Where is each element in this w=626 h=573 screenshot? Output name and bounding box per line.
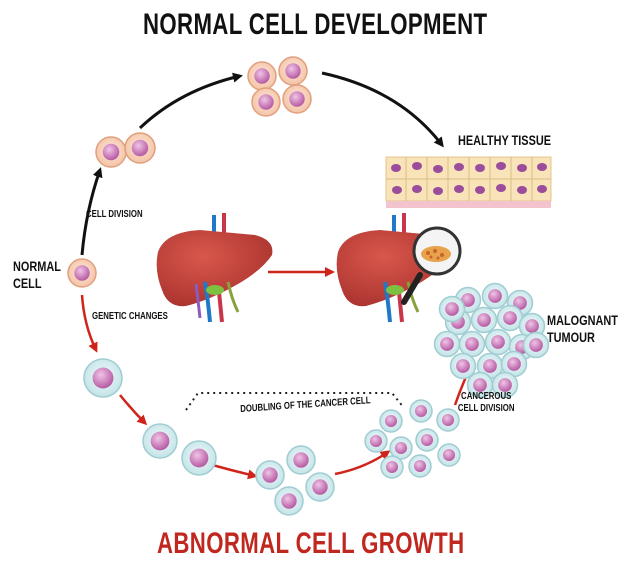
normal-cell — [278, 56, 308, 86]
tumour-cell — [522, 331, 550, 359]
tumour-cell — [470, 306, 498, 334]
abnormal-cell — [274, 486, 304, 516]
normal-cell — [251, 87, 281, 117]
cancerous-dividing-cell — [436, 408, 460, 432]
tumour-cell — [500, 350, 528, 378]
label-normal-cell-line2: CELL — [13, 275, 42, 291]
title-normal-cell-development: NORMAL CELL DEVELOPMENT — [143, 8, 488, 41]
label-cancerous-line2: CELL DIVISION — [457, 403, 515, 414]
arrow-cluster-to-tissue — [321, 71, 444, 148]
tumour-cell — [433, 330, 461, 358]
dividing-cell — [124, 132, 156, 164]
tumour-cell — [438, 295, 466, 323]
label-genetic-changes: GENETIC CHANGES — [92, 311, 168, 322]
title-abnormal-cell-growth: ABNORMAL CELL GROWTH — [157, 527, 465, 560]
label-cell-division: CELL DIVISION — [86, 209, 143, 220]
arrow-normal-to-division — [80, 167, 103, 256]
tumour-cell — [458, 330, 486, 358]
magnifier-icon — [401, 226, 462, 305]
abnormal-cell — [83, 358, 123, 398]
arrow-to-abnormal-1 — [119, 394, 148, 426]
cancerous-dividing-cell — [408, 454, 432, 478]
tumour-cell — [496, 304, 524, 332]
cell-group — [67, 56, 550, 516]
normal-cell — [282, 84, 312, 114]
cancerous-dividing-cell — [364, 429, 388, 453]
tumour-cell — [481, 282, 509, 310]
label-malignant-line2: TUMOUR — [547, 329, 595, 345]
tissue-icon — [385, 156, 552, 208]
label-normal-cell: NORMAL CELL — [13, 258, 61, 292]
tumour-cell — [466, 371, 494, 399]
arrow-normal-to-genetic — [80, 294, 98, 353]
cancerous-dividing-cell — [379, 409, 403, 433]
arrow-to-abnormal-3 — [334, 450, 391, 476]
normal-cell — [247, 61, 277, 91]
dividing-cell — [95, 136, 127, 168]
tumour-cell — [518, 312, 546, 340]
cancerous-dividing-cell — [437, 443, 461, 467]
abnormal-cell — [286, 445, 316, 475]
label-cancerous-line1: CANCEROUS — [461, 391, 512, 402]
cancerous-dividing-cell — [415, 428, 439, 452]
label-malignant-line1: MALOGNANT — [547, 312, 618, 328]
liver-icon — [156, 213, 273, 323]
tumour-cell — [449, 352, 477, 380]
abnormal-cell — [305, 472, 335, 502]
tumour-cell — [476, 352, 504, 380]
abnormal-cell — [181, 440, 217, 476]
normal-cell — [67, 258, 97, 288]
cancerous-dividing-cell — [389, 436, 413, 460]
label-normal-cell-line1: NORMAL — [13, 258, 61, 274]
cancerous-dividing-cell — [380, 455, 404, 479]
label-cancerous-cell-division: CANCEROUS CELL DIVISION — [455, 391, 517, 415]
cancerous-dividing-cell — [409, 399, 433, 423]
label-healthy-tissue: HEALTHY TISSUE — [458, 132, 552, 148]
arrow-division-to-cluster — [138, 72, 243, 130]
abnormal-cell — [142, 423, 178, 459]
label-malignant-tumour: MALOGNANT TUMOUR — [547, 312, 618, 346]
tumour-cell — [491, 371, 519, 399]
tumour-cell — [484, 328, 512, 356]
abnormal-cell — [255, 460, 285, 490]
